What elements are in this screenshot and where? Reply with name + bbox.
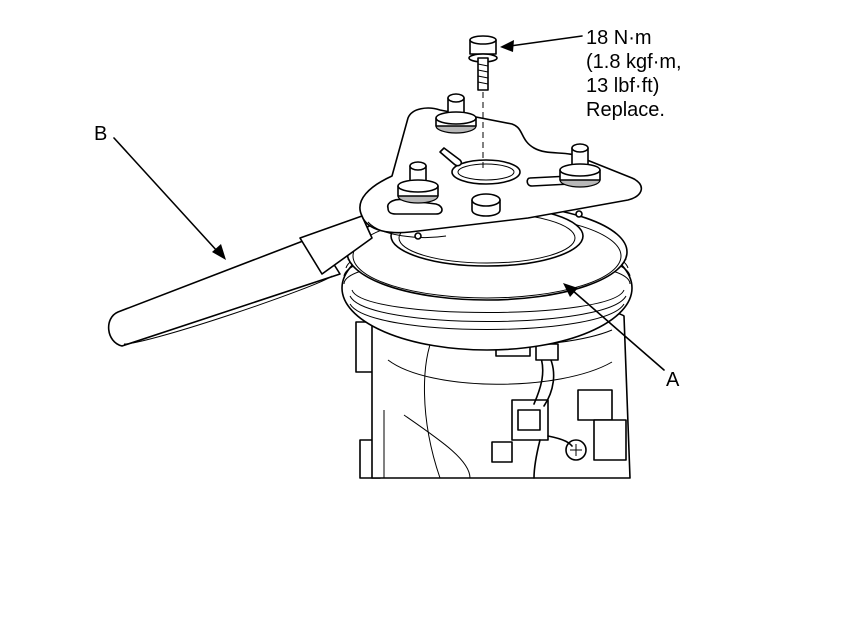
- torque-kgfm: (1.8 kgf·m,: [586, 51, 682, 73]
- holder-stud-top: [435, 93, 477, 134]
- label-b: B: [94, 123, 107, 145]
- torque-value: 18 N·m: [586, 27, 652, 49]
- center-bolt: [468, 35, 498, 170]
- holder-stud-left: [397, 161, 439, 204]
- torque-lbfft: 13 lbf·ft): [586, 75, 659, 97]
- holder-handle: [107, 215, 373, 347]
- leader-lines: [113, 35, 665, 371]
- replace-note: Replace.: [586, 99, 665, 121]
- compressor-body: [355, 303, 631, 479]
- torque-note: 18 N·m (1.8 kgf·m, 13 lbf·ft) Replace.: [586, 27, 682, 121]
- label-a: A: [666, 369, 680, 391]
- holder-stud-right: [559, 143, 601, 188]
